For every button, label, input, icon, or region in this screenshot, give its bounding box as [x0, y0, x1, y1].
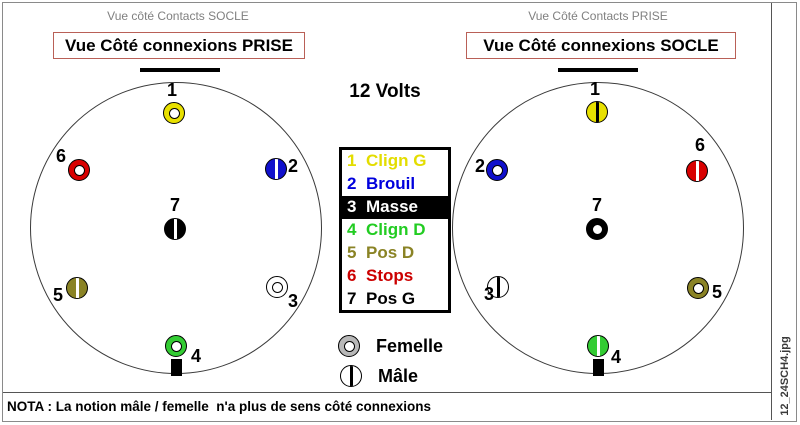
legend-pin-function: Clign D: [366, 220, 426, 239]
female-symbol-hole: [343, 340, 355, 352]
filename-strip-divider: [771, 3, 772, 420]
legend-row-3: 3 Masse: [342, 195, 448, 219]
voltage-label: 12 Volts: [349, 81, 421, 102]
legend-row-7: 7 Pos G: [342, 287, 448, 310]
legend-row-1: 1 Clign G: [342, 150, 448, 173]
legend-pin-number: 4: [347, 220, 357, 239]
legend-row-6: 6 Stops: [342, 264, 448, 287]
legend-pin-number: 2: [347, 174, 357, 194]
filename-label: 12_24SCH4.jpg: [779, 336, 791, 416]
legend-pin-number: 5: [347, 242, 357, 262]
male-symbol-line: [349, 366, 353, 386]
left-connector-title: Vue Côté connexions PRISE: [53, 32, 305, 59]
left-connector-subtitle: Vue côté Contacts SOCLE: [107, 9, 249, 23]
legend-pin-function: Masse: [366, 197, 418, 217]
right-connector-title: Vue Côté connexions SOCLE: [466, 32, 736, 59]
left-connector-body: [30, 82, 322, 374]
legend-pin-number: 1: [347, 151, 357, 171]
right-connector-body: [452, 82, 744, 374]
pin-legend-box: 1 Clign G 2 Brouil 3 Masse 4 Clign D 5 Pos D 6 Stop…: [339, 147, 451, 313]
female-symbol-icon: [338, 335, 360, 357]
legend-pin-function: Pos D: [366, 242, 415, 262]
male-symbol-icon: [340, 365, 362, 387]
legend-pin-number: 7: [347, 288, 357, 308]
male-symbol-label: Mâle: [378, 366, 419, 386]
legend-pin-function: Stops: [366, 265, 414, 285]
legend-pin-function: Clign G: [366, 151, 427, 171]
nota-divider: [3, 392, 771, 393]
female-symbol-label: Femelle: [376, 336, 444, 356]
legend-pin-function: Brouil: [366, 174, 416, 194]
legend-pin-number: 3: [347, 197, 357, 217]
right-connector-subtitle: Vue Côté Contacts PRISE: [528, 9, 668, 23]
legend-row-2: 2 Brouil: [342, 173, 448, 196]
legend-row-4: 4 Clign D: [342, 219, 448, 242]
left-underline-bar: [140, 68, 220, 72]
legend-pin-number: 6: [347, 265, 357, 285]
nota-text: NOTA : La notion mâle / femelle n'a plus…: [7, 399, 432, 414]
legend-row-5: 5 Pos D: [342, 241, 448, 264]
right-underline-bar: [558, 68, 638, 72]
legend-pin-function: Pos G: [366, 288, 416, 308]
